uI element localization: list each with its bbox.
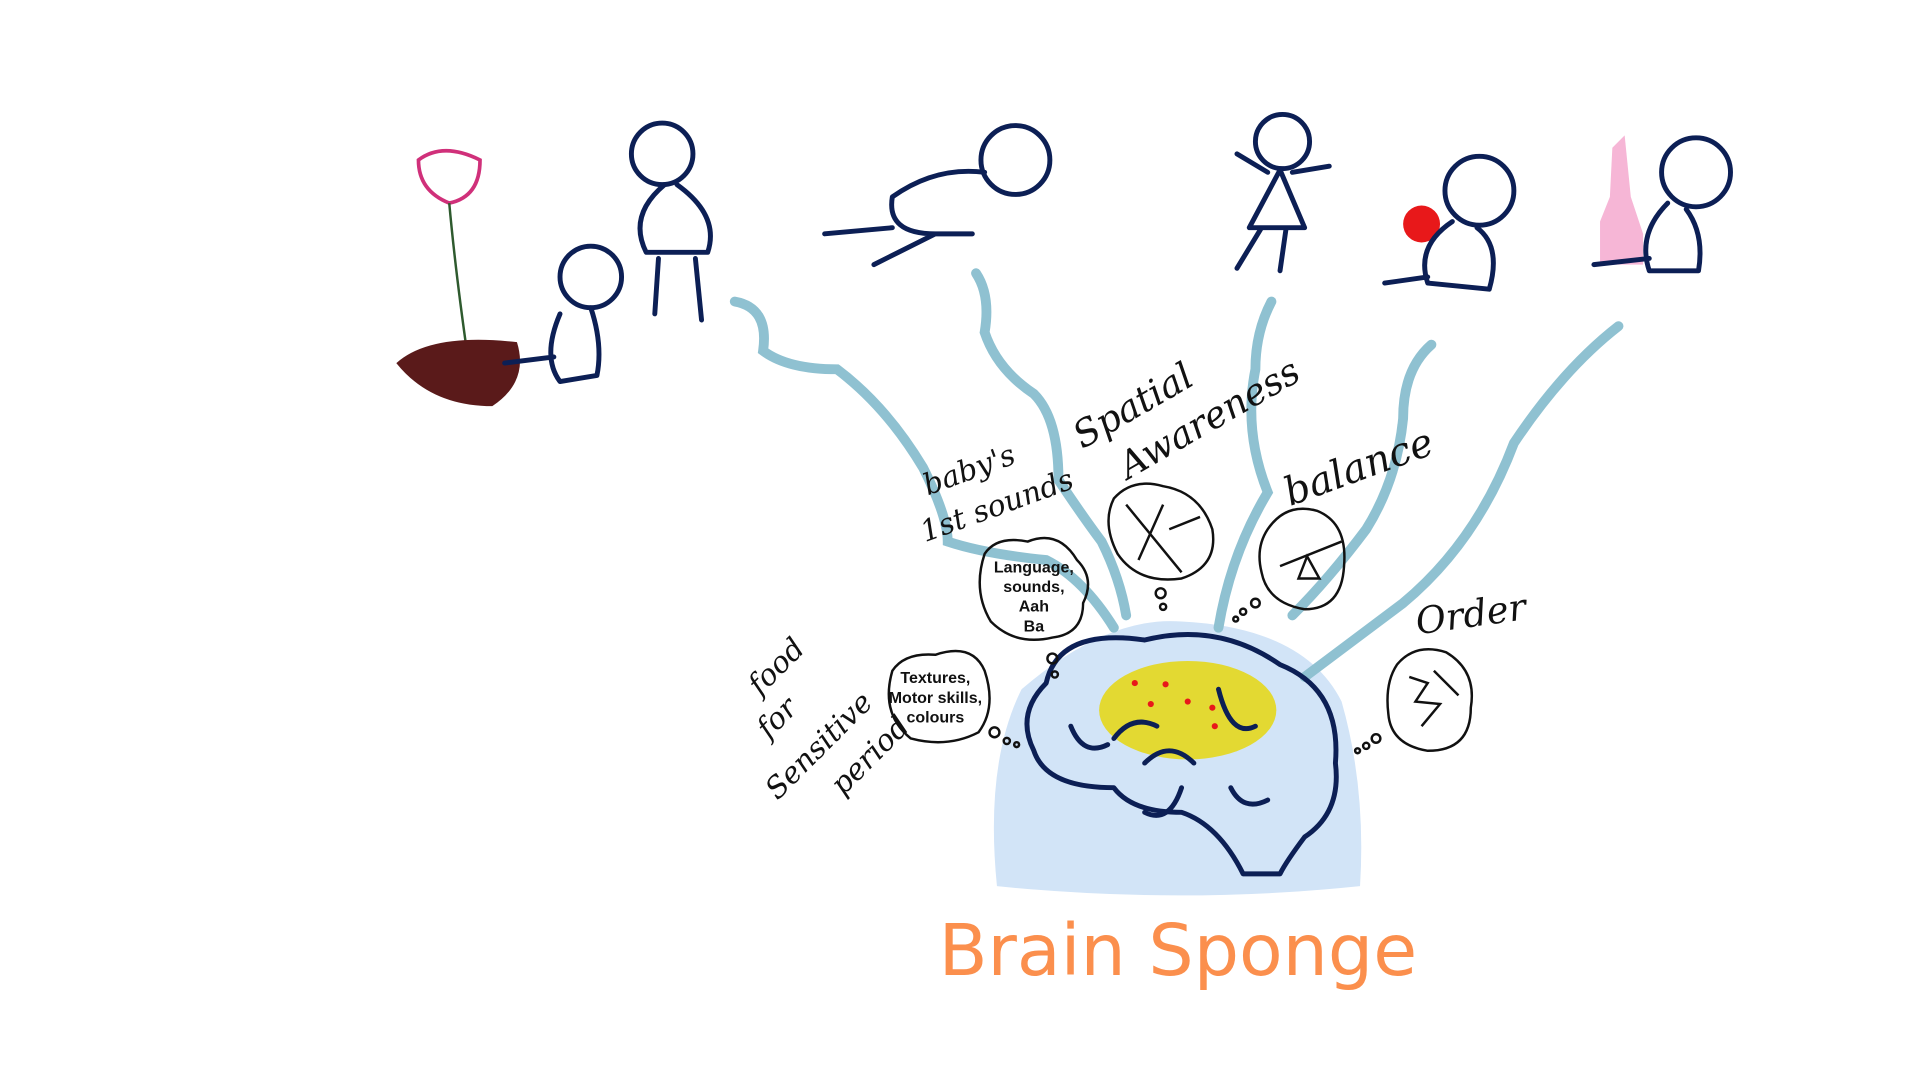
bubble-text: Language, (994, 559, 1074, 576)
label-food: food (740, 631, 812, 703)
label-balance: balance (1278, 419, 1440, 515)
diagram-title: Brain Sponge (939, 909, 1418, 992)
zigzag-arrow-icon (1408, 669, 1460, 727)
label-order: Order (1413, 585, 1531, 643)
seesaw-icon (1279, 540, 1343, 580)
svg-text:foodforSensitiveperiod: foodforSensitiveperiod (698, 618, 917, 837)
bubble-text: colours (907, 709, 965, 726)
label-food: for (748, 689, 805, 746)
tower-icon (1600, 135, 1644, 265)
thought-bubble-textures: Textures, Motor skills, colours (887, 649, 1021, 749)
brain-icon (1024, 632, 1339, 877)
child-with-ball (1382, 153, 1517, 292)
bubble-text: Aah (1019, 599, 1049, 616)
arrows-icon (1125, 503, 1201, 574)
soil (396, 339, 521, 407)
ball-icon (1403, 205, 1441, 243)
thought-bubble-spatial (1107, 482, 1215, 612)
child-planting-flower (396, 149, 625, 407)
child-reading (628, 120, 713, 323)
child-jumping (1234, 112, 1332, 274)
child-stacking-tower (1591, 135, 1733, 274)
bubble-text: Textures, (900, 670, 970, 687)
thought-bubble-order (1353, 648, 1473, 755)
svg-text:SpatialAwareness: SpatialAwareness (1065, 307, 1307, 500)
bubble-text: Ba (1024, 618, 1045, 635)
neural-wires (729, 268, 1624, 682)
yellow-highlight (1099, 660, 1277, 760)
child-crawling (822, 123, 1053, 268)
svg-text:Textures,Motor skills,colours: Textures, Motor skills, colours (889, 670, 982, 726)
bubble-text: Motor skills, (889, 690, 982, 707)
bubble-text: sounds, (1003, 579, 1064, 596)
thought-bubble-balance (1232, 507, 1346, 623)
flower-icon (416, 149, 482, 206)
